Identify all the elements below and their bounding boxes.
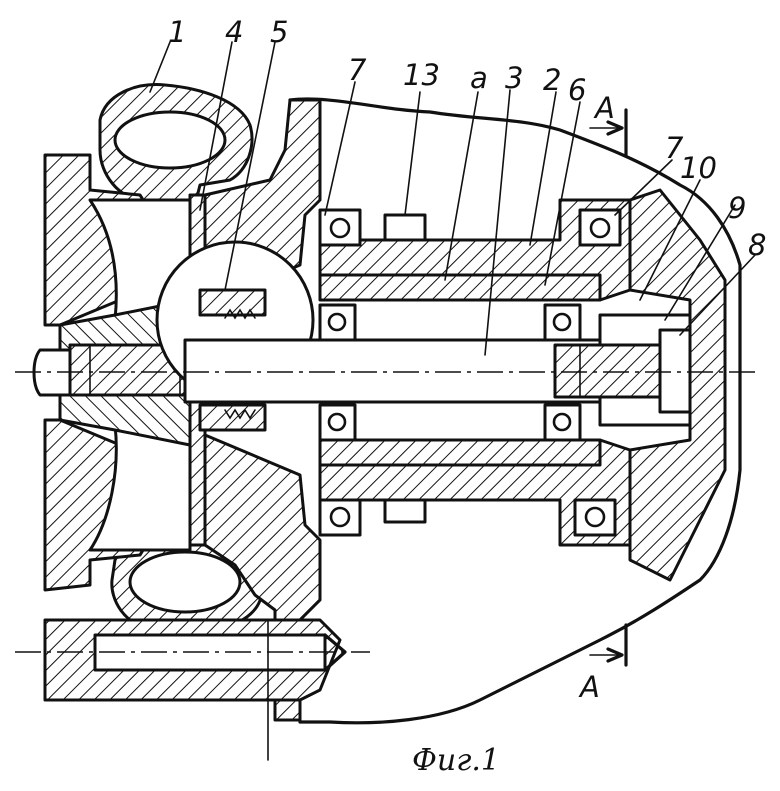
label-7-left: 7 xyxy=(348,53,367,87)
section-label-bottom: А xyxy=(578,670,600,704)
break-outline xyxy=(288,97,742,725)
label-5: 5 xyxy=(270,15,288,49)
bearing-front-lower xyxy=(318,498,362,537)
bearing-inner-right-lower xyxy=(543,403,582,442)
label-9: 9 xyxy=(728,191,746,225)
label-1: 1 xyxy=(168,15,186,49)
label-3: 3 xyxy=(505,61,523,95)
impeller-nut xyxy=(32,348,72,397)
section-label-top: А xyxy=(593,91,615,125)
label-2: 2 xyxy=(543,63,561,97)
seal-ring-upper xyxy=(198,288,267,317)
volute-channel-top xyxy=(113,110,227,170)
oil-drain-plug xyxy=(383,498,427,524)
rotor-shaft xyxy=(183,338,617,404)
sleeve-lower xyxy=(318,438,602,467)
spring-upper xyxy=(224,308,256,320)
sleeve-upper xyxy=(318,273,602,302)
seal-ring-lower xyxy=(198,403,267,432)
oil-inlet-plug xyxy=(383,213,427,242)
label-10: 10 xyxy=(680,151,717,185)
end-cap xyxy=(628,188,727,582)
label-6: 6 xyxy=(568,73,586,107)
spring-lower xyxy=(224,408,256,420)
label-4: 4 xyxy=(225,15,243,49)
end-bolt xyxy=(553,343,677,399)
label-8: 8 xyxy=(748,228,766,262)
volute-channel-bottom xyxy=(128,550,242,614)
label-a: а xyxy=(470,61,488,95)
end-washer xyxy=(658,328,692,414)
label-13: 13 xyxy=(403,58,440,92)
label-7-right: 7 xyxy=(665,131,684,165)
figure-caption: Фиг.1 xyxy=(412,743,500,778)
